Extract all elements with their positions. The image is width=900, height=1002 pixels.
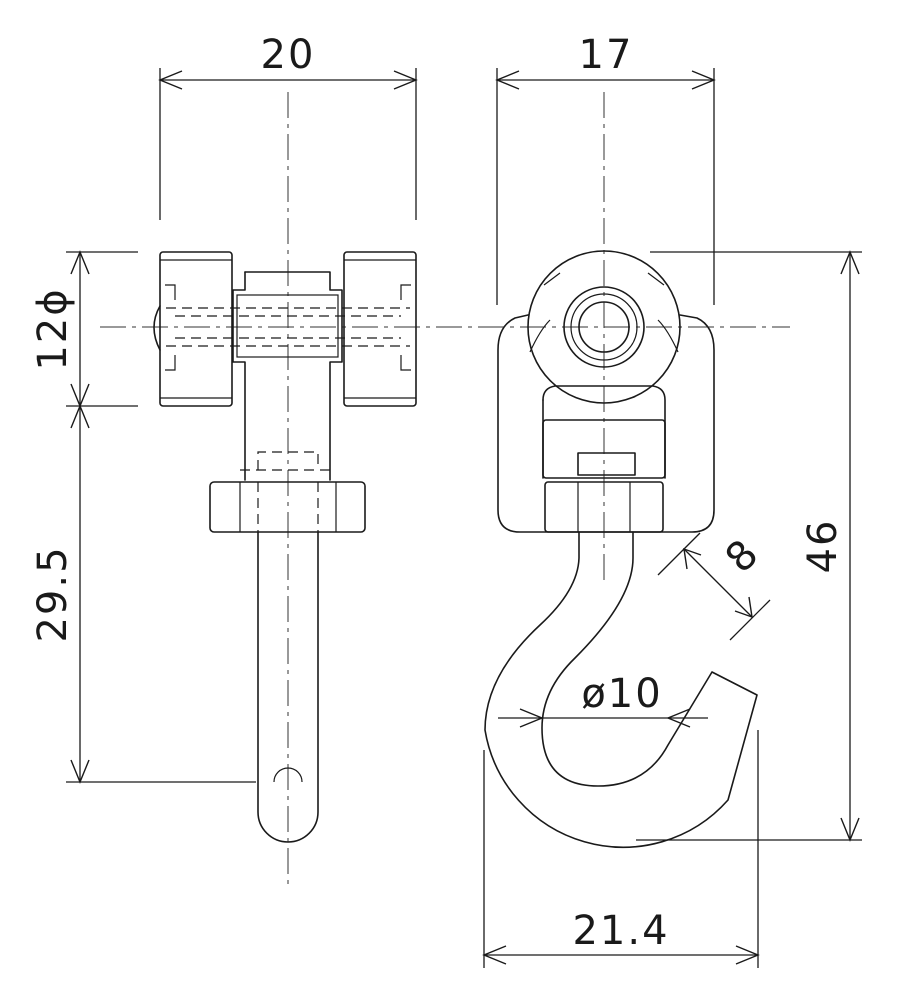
dim-hook-inner-label: ø10 bbox=[581, 671, 662, 717]
dim-hook-width-label: 21.4 bbox=[572, 908, 669, 954]
front-nut bbox=[209, 481, 366, 533]
dim-hook-inner: ø10 bbox=[498, 671, 708, 728]
dim-hook-wire-label: 8 bbox=[717, 530, 769, 582]
hook bbox=[484, 531, 758, 848]
front-view: 20 12ϕ 29.5 bbox=[30, 32, 790, 885]
dim-hanger-length: 29.5 bbox=[30, 404, 256, 784]
dim-total-height: 46 bbox=[636, 250, 862, 842]
front-rod bbox=[257, 531, 319, 843]
side-nut bbox=[544, 452, 664, 533]
dim-width-side: 17 bbox=[495, 32, 716, 305]
dim-wheel-diameter: 12ϕ bbox=[30, 250, 138, 408]
dim-hook-width: 21.4 bbox=[482, 730, 760, 968]
dim-total-height-label: 46 bbox=[800, 519, 846, 574]
dim-width-side-label: 17 bbox=[579, 32, 634, 78]
dim-width-front-label: 20 bbox=[261, 32, 316, 78]
dim-hook-wire: 8 bbox=[657, 530, 771, 641]
left-wheel bbox=[153, 251, 233, 407]
side-wheel bbox=[527, 250, 681, 404]
side-view: 17 46 8 ø10 bbox=[482, 32, 862, 968]
dim-width-front: 20 bbox=[158, 32, 418, 220]
dim-hanger-length-label: 29.5 bbox=[30, 545, 76, 642]
side-housing bbox=[497, 314, 715, 533]
dim-wheel-diameter-label: 12ϕ bbox=[30, 287, 76, 370]
right-wheel bbox=[343, 251, 417, 407]
front-hanger-body bbox=[232, 271, 343, 481]
